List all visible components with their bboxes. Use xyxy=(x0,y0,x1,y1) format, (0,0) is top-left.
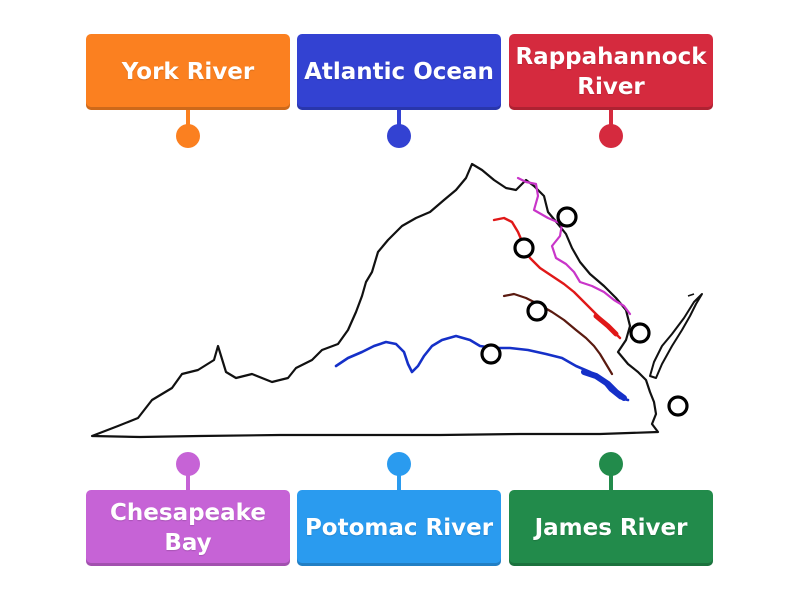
pin-stem xyxy=(609,472,613,490)
pin-dot[interactable] xyxy=(176,124,200,148)
virginia-outline xyxy=(90,162,660,439)
label-atlantic-ocean[interactable]: Atlantic Ocean xyxy=(297,34,501,110)
label-text: Potomac River xyxy=(304,515,494,541)
pin-dot[interactable] xyxy=(599,124,623,148)
hotspot-4 xyxy=(629,322,651,344)
hotspot-1 xyxy=(556,206,578,228)
label-text: James River xyxy=(534,515,688,541)
river-james xyxy=(334,334,630,402)
eastern-shore xyxy=(649,293,703,379)
label-york-river[interactable]: York River xyxy=(86,34,290,110)
river-potomac xyxy=(516,176,632,316)
pin-dot[interactable] xyxy=(387,124,411,148)
pin-stem xyxy=(609,110,613,128)
hotspot-2 xyxy=(513,237,535,259)
hotspot-6 xyxy=(667,395,689,417)
pin-stem xyxy=(186,472,190,490)
pin-stem xyxy=(397,472,401,490)
pin-stem xyxy=(186,110,190,128)
label-chesapeake-bay[interactable]: Chesapeake Bay xyxy=(86,490,290,566)
map-background xyxy=(82,158,718,442)
label-text: Chesapeake Bay xyxy=(110,500,266,556)
hotspot-5 xyxy=(480,343,502,365)
label-rappahannock-river[interactable]: Rappahannock River xyxy=(509,34,713,110)
label-potomac-river[interactable]: Potomac River xyxy=(297,490,501,566)
river-york xyxy=(502,292,614,376)
label-text: Rappahannock River xyxy=(515,44,707,100)
hotspot-3 xyxy=(526,300,548,322)
label-james-river[interactable]: James River xyxy=(509,490,713,566)
label-text: York River xyxy=(121,59,255,85)
pin-stem xyxy=(397,110,401,128)
label-text: Atlantic Ocean xyxy=(304,59,494,85)
